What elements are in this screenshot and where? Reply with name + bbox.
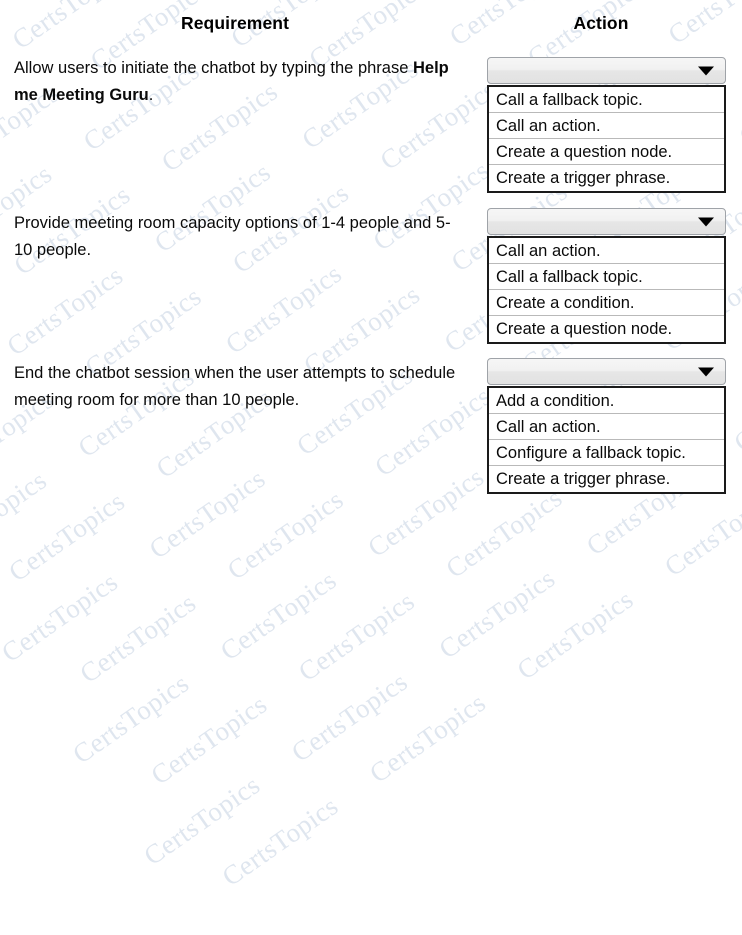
watermark-text: CertsTopics: [292, 585, 421, 688]
column-header-action: Action: [573, 13, 629, 33]
requirement-text-2: Provide meeting room capacity options of…: [14, 210, 464, 264]
action-option-item[interactable]: Call an action.: [489, 414, 724, 440]
action-dropdown-group-1: Call a fallback topic. Call an action. C…: [487, 57, 726, 193]
watermark-text: CertsTopics: [216, 790, 344, 892]
column-header-requirement: Requirement: [180, 13, 290, 33]
requirement-text-1-prefix: Allow users to initiate the chatbot by t…: [14, 59, 413, 77]
action-dropdown-group-3: Add a condition. Call an action. Configu…: [487, 358, 726, 494]
requirement-text-2-prefix: Provide meeting room capacity options of…: [14, 214, 451, 259]
action-option-item[interactable]: Create a trigger phrase.: [496, 169, 671, 187]
action-option-list-2: Call an action. Call a fallback topic. C…: [487, 236, 726, 344]
action-dropdown-2[interactable]: [487, 208, 726, 235]
watermark-text: CertsTopics: [145, 688, 273, 791]
watermark-text: CertsTopics: [364, 687, 492, 789]
exam-question-content: Requirement Action Allow users to initia…: [14, 13, 726, 494]
action-option-list-1: Call a fallback topic. Call an action. C…: [487, 85, 726, 193]
chevron-down-icon[interactable]: [698, 66, 714, 75]
action-option-item[interactable]: Add a condition.: [489, 388, 724, 414]
chevron-down-icon[interactable]: [698, 217, 714, 226]
requirement-text-1-bold: Help me Meeting Guru: [14, 59, 449, 104]
action-option-item[interactable]: Create a question node.: [496, 320, 673, 338]
requirement-text-1-suffix: .: [148, 86, 154, 104]
action-option-item[interactable]: Call an action.: [489, 113, 724, 139]
action-option-list-3: Add a condition. Call an action. Configu…: [487, 386, 726, 494]
action-option-item[interactable]: Call a fallback topic.: [489, 87, 724, 113]
action-option-item[interactable]: Call a fallback topic.: [489, 264, 724, 290]
watermark-text: CertsTopics: [511, 583, 639, 686]
requirement-text-3-prefix: End the chatbot session when the user at…: [14, 364, 456, 409]
action-option-item[interactable]: Create a question node.: [489, 139, 724, 165]
action-dropdown-1[interactable]: [487, 57, 726, 84]
action-dropdown-3[interactable]: [487, 358, 726, 385]
action-dropdown-group-2: Call an action. Call a fallback topic. C…: [487, 208, 726, 344]
watermark-text: CertsTopics: [0, 566, 124, 668]
watermark-text: CertsTopics: [138, 769, 266, 872]
action-option-item[interactable]: Create a condition.: [489, 290, 724, 316]
watermark-text: CertsTopics: [67, 667, 195, 770]
requirement-text-1: Allow users to initiate the chatbot by t…: [14, 55, 464, 109]
watermark-text: CertsTopics: [214, 564, 342, 667]
action-option-item[interactable]: Create a trigger phrase.: [496, 470, 671, 488]
watermark-text: CertsTopics: [74, 587, 202, 689]
chevron-down-icon[interactable]: [698, 367, 714, 376]
watermark-text: CertsTopics: [433, 562, 561, 665]
action-option-item[interactable]: Configure a fallback topic.: [489, 440, 724, 466]
watermark-text: CertsTopics: [285, 666, 413, 768]
requirement-text-3: End the chatbot session when the user at…: [14, 360, 464, 414]
action-option-item[interactable]: Call an action.: [489, 238, 724, 264]
